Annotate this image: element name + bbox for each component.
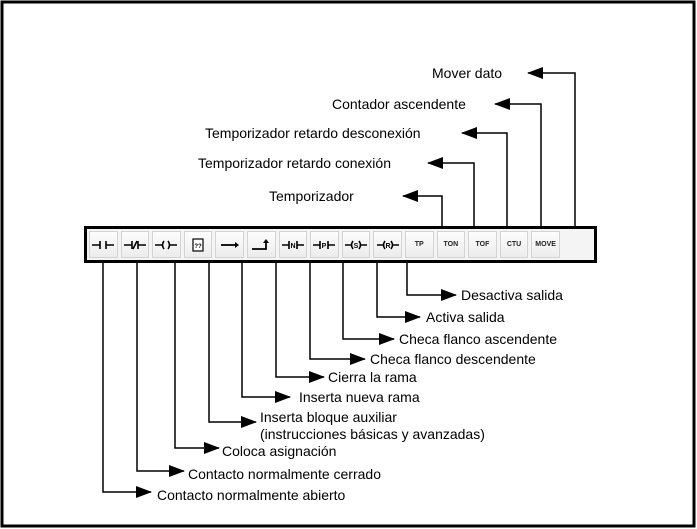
ladder-toolbar: ?? N P S R TP TON TOF CTU MOVE	[84, 226, 597, 263]
leader-n-contact	[309, 263, 366, 365]
leader-set	[376, 263, 421, 323]
label-coil: Coloca asignación	[222, 443, 337, 459]
reset-coil-glyph-text: R	[385, 243, 390, 250]
p-contact-icon: P	[313, 240, 336, 250]
n-contact-button[interactable]: N	[278, 231, 308, 258]
tof-label: TOF	[475, 241, 490, 248]
label-n-contact: Checa flanco descendente	[370, 351, 536, 367]
label-ctu: Contador ascendente	[332, 96, 466, 112]
leader-coil	[174, 263, 220, 454]
label-set: Activa salida	[426, 309, 505, 325]
label-tp: Temporizador	[269, 188, 354, 204]
leader-ctu	[494, 98, 542, 226]
move-label: MOVE	[535, 241, 556, 248]
ton-button[interactable]: TON	[436, 231, 466, 258]
label-tof: Temporizador retardo desconexión	[205, 125, 421, 141]
label-close-branch: Cierra la rama	[328, 369, 417, 385]
coil-icon	[155, 240, 178, 249]
leader-p-contact	[342, 263, 395, 345]
move-button[interactable]: MOVE	[531, 231, 560, 258]
empty-box-icon: ??	[192, 237, 204, 252]
open-branch-button[interactable]	[215, 231, 244, 258]
close-branch-icon	[252, 238, 270, 250]
label-ton: Temporizador retardo conexión	[198, 155, 391, 171]
label-p-contact: Checa flanco ascendente	[399, 331, 557, 347]
set-coil-button[interactable]: S	[341, 231, 371, 258]
leader-tp	[402, 190, 443, 226]
empty-box-glyph-text: ??	[194, 244, 202, 250]
leader-reset	[406, 263, 457, 301]
leader-contact-nc	[136, 263, 185, 477]
leader-contact-no	[102, 263, 152, 498]
ctu-button[interactable]: CTU	[499, 231, 529, 258]
label-contact-nc: Contacto normalmente cerrado	[188, 466, 381, 482]
leader-move	[527, 67, 576, 226]
label-move: Mover dato	[432, 65, 503, 81]
set-coil-icon: S	[345, 240, 368, 250]
close-branch-button[interactable]	[246, 231, 276, 258]
tof-button[interactable]: TOF	[468, 231, 497, 258]
contact-no-icon	[92, 240, 115, 249]
ctu-label: CTU	[506, 241, 522, 248]
contact-nc-icon	[123, 240, 146, 249]
reset-coil-button[interactable]: R	[373, 231, 402, 258]
p-contact-button[interactable]: P	[310, 231, 339, 258]
leader-open-branch	[241, 263, 291, 403]
set-coil-glyph-text: S	[354, 243, 359, 250]
label-box-line2: (instrucciones básicas y avanzadas)	[260, 426, 485, 442]
label-reset: Desactiva salida	[461, 287, 563, 303]
p-contact-glyph-text: P	[322, 243, 327, 250]
contact-nc-button[interactable]	[120, 231, 150, 258]
n-contact-icon: N	[281, 240, 304, 250]
leader-ton	[427, 157, 475, 226]
coil-button[interactable]	[152, 231, 181, 258]
label-box-line1: Inserta bloque auxiliar	[260, 409, 397, 425]
contact-no-button[interactable]	[89, 231, 118, 258]
empty-box-button[interactable]: ??	[183, 231, 213, 258]
open-branch-icon	[220, 241, 239, 248]
leader-close-branch	[275, 263, 325, 383]
tp-label: TP	[414, 241, 424, 248]
ton-label: TON	[443, 241, 459, 248]
reset-coil-icon: R	[376, 240, 399, 250]
leader-tof	[461, 127, 508, 226]
label-open-branch: Inserta nueva rama	[299, 389, 420, 405]
leader-box	[208, 263, 257, 428]
tp-button[interactable]: TP	[404, 231, 434, 258]
label-contact-no: Contacto normalmente abierto	[157, 487, 346, 503]
n-contact-glyph-text: N	[290, 243, 295, 250]
